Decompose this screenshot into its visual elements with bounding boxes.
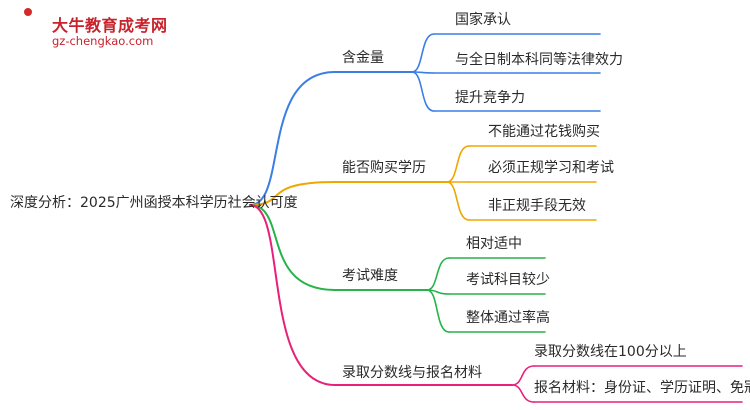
branch-label-value: 含金量 xyxy=(342,50,384,66)
leaf-label: 报名材料：身份证、学历证明、免冠照片 xyxy=(534,380,750,396)
leaf-connector xyxy=(426,257,450,291)
branch-label-difficulty: 考试难度 xyxy=(342,268,398,284)
root-topic: 深度分析：2025广州函授本科学历社会认可度 xyxy=(10,195,298,211)
leaf-label: 提升竞争力 xyxy=(455,90,525,106)
leaf-label: 整体通过率高 xyxy=(466,310,550,326)
logo-url: gz-chengkao.com xyxy=(52,34,154,48)
branch-connector xyxy=(249,204,336,386)
leaf-label: 不能通过花钱购买 xyxy=(488,124,600,140)
branch-label-purchase: 能否购买学历 xyxy=(342,160,426,176)
leaf-label: 与全日制本科同等法律效力 xyxy=(455,52,623,68)
leaf-connector xyxy=(446,181,470,221)
leaf-connector xyxy=(411,33,435,73)
leaf-label: 录取分数线在100分以上 xyxy=(534,344,687,360)
branch-connector xyxy=(249,181,336,206)
leaf-label: 相对适中 xyxy=(466,236,522,252)
site-logo: 大牛教育成考网 gz-chengkao.com xyxy=(12,4,182,54)
leaf-connector xyxy=(511,365,535,386)
branch-connector xyxy=(249,71,336,206)
leaf-label: 非正规手段无效 xyxy=(488,198,586,214)
leaf-connector xyxy=(511,384,535,403)
leaf-label: 国家承认 xyxy=(455,12,511,28)
branch-connector xyxy=(249,204,336,291)
branch-label-admission: 录取分数线与报名材料 xyxy=(342,365,482,381)
logo-name: 大牛教育成考网 xyxy=(52,16,168,35)
leaf-connector xyxy=(426,289,450,333)
leaf-connector xyxy=(411,71,435,112)
leaf-label: 考试科目较少 xyxy=(466,272,550,288)
logo-mark-icon xyxy=(16,8,46,46)
leaf-connector xyxy=(446,145,470,183)
leaf-label: 必须正规学习和考试 xyxy=(488,160,614,176)
